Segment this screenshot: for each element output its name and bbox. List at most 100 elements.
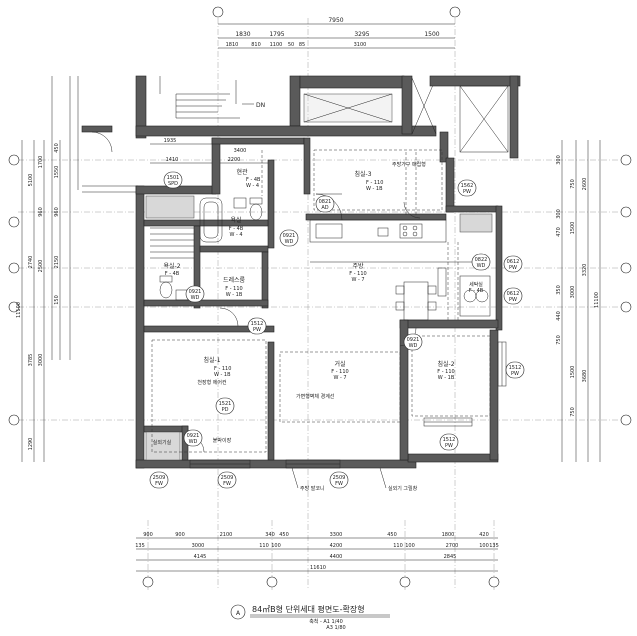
svg-text:440: 440 xyxy=(556,311,562,321)
windows xyxy=(189,267,507,469)
room-service-label: 실외기실 xyxy=(153,439,172,446)
svg-text:WD: WD xyxy=(409,343,418,349)
svg-text:0612: 0612 xyxy=(507,291,520,297)
svg-text:1795: 1795 xyxy=(269,31,284,38)
scale-line-2: A3 1/80 xyxy=(326,625,345,631)
svg-text:100: 100 xyxy=(405,543,415,549)
svg-text:135: 135 xyxy=(135,543,145,549)
svg-text:W - 1B: W - 1B xyxy=(226,292,243,298)
svg-text:1410: 1410 xyxy=(166,157,179,163)
svg-text:110: 110 xyxy=(393,543,403,549)
svg-text:2845: 2845 xyxy=(444,554,457,560)
svg-text:135: 135 xyxy=(489,543,499,549)
svg-text:PW: PW xyxy=(253,327,261,333)
svg-text:3000: 3000 xyxy=(38,354,44,367)
svg-text:3680: 3680 xyxy=(582,370,588,383)
svg-text:100: 100 xyxy=(271,543,281,549)
svg-text:PW: PW xyxy=(511,371,519,377)
svg-text:AD: AD xyxy=(321,205,328,211)
svg-text:PW: PW xyxy=(463,189,471,195)
svg-text:F - 110: F - 110 xyxy=(437,369,454,375)
svg-text:0921: 0921 xyxy=(407,337,420,343)
svg-text:2200: 2200 xyxy=(228,157,241,163)
svg-text:11610: 11610 xyxy=(310,565,326,571)
svg-text:340: 340 xyxy=(265,532,275,538)
svg-text:750: 750 xyxy=(570,179,576,189)
svg-text:PD: PD xyxy=(222,407,229,413)
dn-label: DN xyxy=(256,102,265,109)
svg-text:1500: 1500 xyxy=(424,31,439,38)
svg-text:2740: 2740 xyxy=(28,256,34,269)
right-dim-total: 11100 xyxy=(594,292,600,308)
svg-text:2100: 2100 xyxy=(220,532,233,538)
svg-text:F - 4B: F - 4B xyxy=(246,177,261,183)
svg-text:3000: 3000 xyxy=(192,543,205,549)
svg-text:110: 110 xyxy=(259,543,269,549)
svg-text:F - 110: F - 110 xyxy=(214,366,231,372)
svg-text:900: 900 xyxy=(143,532,153,538)
dashed-lines xyxy=(151,149,491,453)
exterior-walls xyxy=(135,157,503,469)
svg-text:4145: 4145 xyxy=(194,554,207,560)
svg-text:1800: 1800 xyxy=(442,532,455,538)
svg-text:PW: PW xyxy=(445,443,453,449)
scale-line-1: 축척 - A1 1/40 xyxy=(309,618,343,625)
svg-text:2509: 2509 xyxy=(153,475,166,481)
room-kitchen-label: 주방 xyxy=(352,262,364,270)
room-bath1-label: 욕실 xyxy=(230,216,241,224)
stair-core: DN xyxy=(135,75,521,163)
svg-text:W - 4: W - 4 xyxy=(229,232,242,238)
svg-text:W - 7: W - 7 xyxy=(351,277,364,283)
svg-text:0921: 0921 xyxy=(189,289,202,295)
svg-text:2150: 2150 xyxy=(54,256,60,269)
title-circle xyxy=(230,604,246,620)
svg-text:2700: 2700 xyxy=(446,543,459,549)
svg-text:1935: 1935 xyxy=(164,138,177,144)
svg-text:1521: 1521 xyxy=(219,401,232,407)
room-bedroom1-label: 침실-1 xyxy=(203,356,220,364)
svg-text:1500: 1500 xyxy=(570,222,576,235)
svg-text:300: 300 xyxy=(556,155,562,165)
svg-text:FW: FW xyxy=(155,481,163,487)
svg-text:1512: 1512 xyxy=(509,365,522,371)
svg-text:W - 1B: W - 1B xyxy=(366,186,383,192)
room-labels: 침실-3 F - 110 W - 1B 주방가구 매립형 현관 F - 4B W… xyxy=(153,161,484,492)
svg-text:750: 750 xyxy=(556,335,562,345)
svg-text:1700: 1700 xyxy=(38,156,44,169)
svg-text:PW: PW xyxy=(509,297,517,303)
svg-text:810: 810 xyxy=(251,42,261,48)
svg-text:1512: 1512 xyxy=(443,437,456,443)
room-bedroom2-label: 침실-2 xyxy=(437,360,454,368)
room-bath2-label: 욕실-2 xyxy=(163,262,180,270)
svg-text:0921: 0921 xyxy=(187,433,200,439)
svg-text:W - 1B: W - 1B xyxy=(214,372,231,378)
svg-text:1290: 1290 xyxy=(28,438,34,451)
svg-text:SPD: SPD xyxy=(168,181,178,187)
title-prefix: A xyxy=(236,610,241,617)
left-dimensions: 5100 2740 3785 1290 1700 960 2500 3000 4… xyxy=(16,140,61,462)
svg-text:2509: 2509 xyxy=(333,475,346,481)
bottom-note-left: 주방 발코니 xyxy=(300,485,325,492)
kitchen-note: 주방가구 매립형 xyxy=(392,161,426,168)
svg-text:470: 470 xyxy=(556,227,562,237)
svg-text:50: 50 xyxy=(288,42,294,48)
svg-text:3295: 3295 xyxy=(354,31,369,38)
svg-text:960: 960 xyxy=(38,207,44,217)
grid-bubbles xyxy=(8,6,632,588)
svg-text:3320: 3320 xyxy=(582,264,588,277)
svg-text:450: 450 xyxy=(387,532,397,538)
svg-text:W - 1B: W - 1B xyxy=(438,375,455,381)
drawing-title: 84㎡B형 단위세대 평면도-확장형 xyxy=(252,604,365,614)
svg-text:F - 4B: F - 4B xyxy=(229,226,244,232)
